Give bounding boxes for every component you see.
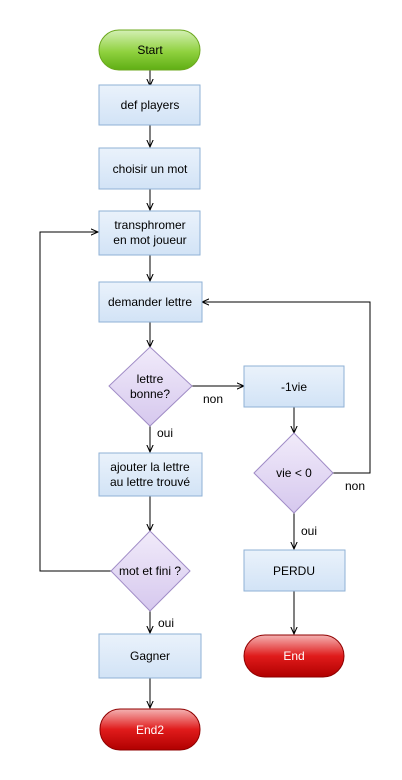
decision-lettre-bonne-label-1: lettre bbox=[137, 372, 164, 386]
decision-mot-fini: mot et fini ? bbox=[110, 530, 191, 612]
node-choisir-mot: choisir un mot bbox=[98, 147, 201, 190]
decision-lettre-bonne-label-2: bonne? bbox=[130, 387, 170, 401]
edge-labels: non oui oui non oui bbox=[157, 392, 365, 630]
node-transform-label-2: en mot joueur bbox=[113, 233, 186, 247]
label-oui-2: oui bbox=[158, 616, 174, 630]
label-non-2: non bbox=[345, 479, 365, 493]
edge-vietest-non-loop bbox=[202, 302, 371, 474]
node-moins-vie-label: -1vie bbox=[281, 380, 307, 394]
node-start-label: Start bbox=[137, 43, 163, 57]
node-ajouter-label-1: ajouter la lettre bbox=[110, 460, 190, 474]
node-def-players-label: def players bbox=[121, 98, 180, 112]
node-choisir-label: choisir un mot bbox=[113, 162, 188, 176]
node-transformer: transphromer en mot joueur bbox=[98, 210, 201, 256]
decision-lettre-bonne: lettre bonne? bbox=[108, 346, 193, 427]
node-ajouter-label-2: au lettre trouvé bbox=[110, 475, 190, 489]
decision-vie-test: vie < 0 bbox=[253, 432, 334, 514]
label-non-1: non bbox=[203, 392, 223, 406]
node-end: End bbox=[243, 634, 345, 678]
label-oui-3: oui bbox=[301, 524, 317, 538]
decision-mot-fini-label: mot et fini ? bbox=[119, 564, 181, 578]
node-transform-label-1: transphromer bbox=[114, 218, 185, 232]
node-perdu-label: PERDU bbox=[273, 564, 315, 578]
node-gagner: Gagner bbox=[98, 633, 202, 679]
edges bbox=[39, 70, 371, 708]
node-perdu: PERDU bbox=[243, 549, 346, 592]
node-end-label: End bbox=[283, 649, 304, 663]
node-moins-vie: -1vie bbox=[243, 365, 345, 408]
node-start: Start bbox=[98, 29, 201, 71]
node-demander-lettre: demander lettre bbox=[98, 281, 203, 323]
label-oui-1: oui bbox=[157, 426, 173, 440]
node-end2-label: End2 bbox=[136, 723, 164, 737]
decision-vie-test-label: vie < 0 bbox=[276, 466, 312, 480]
node-gagner-label: Gagner bbox=[130, 649, 170, 663]
node-demander-label: demander lettre bbox=[108, 295, 192, 309]
edge-mot-fini-loop-back bbox=[39, 232, 111, 572]
node-ajouter-lettre: ajouter la lettre au lettre trouvé bbox=[98, 452, 203, 497]
node-def-players: def players bbox=[98, 84, 201, 126]
node-end2: End2 bbox=[99, 708, 201, 751]
